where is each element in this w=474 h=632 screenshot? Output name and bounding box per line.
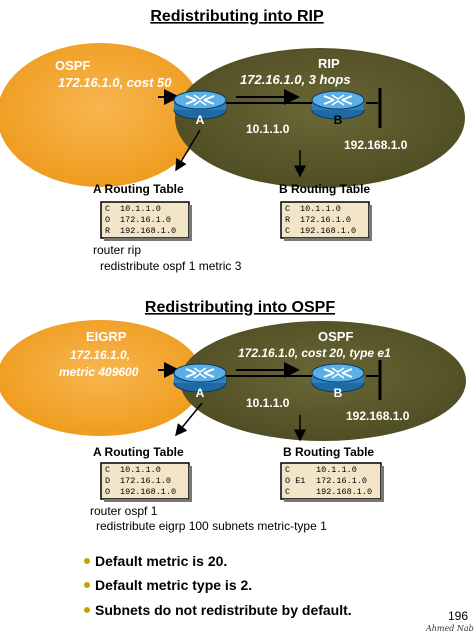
eigrp-area-name: EIGRP (86, 329, 127, 344)
bullet-item: Subnets do not redistribute by default. (95, 602, 352, 618)
table-row-net: 172.16.1.0 (120, 476, 171, 486)
rip-section-title: Redistributing into RIP (150, 8, 324, 25)
ospf-area-route: 172.16.1.0, cost 50 (58, 75, 172, 90)
eigrp-cloud (0, 320, 203, 436)
ospf-cloud (0, 43, 203, 187)
arrow-a-table (175, 129, 201, 172)
table-row-code: C (285, 204, 290, 214)
bullet-item: Default metric is 20. (95, 553, 227, 569)
b-routing-table-2: C 10.1.1.0 O E1 172.16.1.0 C 192.168.1.0 (280, 462, 384, 502)
table-row-net: 192.168.1.0 (120, 226, 176, 236)
table-row-code: O (105, 215, 110, 225)
signature: Ahmed Nabil (425, 624, 474, 632)
ospf-section-title: Redistributing into OSPF (145, 299, 335, 316)
table-row-net: 192.168.1.0 (300, 226, 356, 236)
table-row-code: C (105, 465, 110, 475)
router-b-label: B (334, 113, 343, 127)
bullet-dot (84, 558, 90, 564)
ospf-area-name: OSPF (55, 58, 90, 73)
table-row-net: 192.168.1.0 (316, 487, 372, 497)
table-row-code: O E1 (285, 476, 305, 486)
b-routing-table: C 10.1.1.0 R 172.16.1.0 C 192.168.1.0 (280, 201, 372, 241)
table-row-code: C (105, 204, 110, 214)
rip-link-net: 10.1.1.0 (246, 122, 290, 136)
table-row-code: D (105, 476, 110, 486)
table-row-code: O (105, 487, 110, 497)
ospf-area-route-2: 172.16.1.0, cost 20, type e1 (238, 346, 391, 360)
b-table-caption: B Routing Table (279, 182, 370, 196)
ospf-link-net: 10.1.1.0 (246, 396, 290, 410)
bullet-dot (84, 582, 90, 588)
table-row-net: 10.1.1.0 (120, 465, 161, 475)
router-b-label-2: B (334, 386, 343, 400)
table-row-net: 10.1.1.0 (300, 204, 341, 214)
a-routing-table: C 10.1.1.0 O 172.16.1.0 R 192.168.1.0 (100, 201, 192, 241)
page-number: 196 (448, 609, 468, 623)
table-row-code: C (285, 226, 290, 236)
table-row-code: R (105, 226, 110, 236)
a-routing-table-2: C 10.1.1.0 D 172.16.1.0 O 192.168.1.0 (100, 462, 192, 502)
eigrp-route-line-1: 172.16.1.0, (70, 348, 130, 362)
table-row-net: 172.16.1.0 (120, 215, 171, 225)
table-row-net: 172.16.1.0 (300, 215, 351, 225)
bullet-item: Default metric type is 2. (95, 577, 252, 593)
table-row-net: 10.1.1.0 (120, 204, 161, 214)
a-table-caption: A Routing Table (93, 182, 184, 196)
rip-stub-net: 192.168.1.0 (344, 138, 408, 152)
ospf-stub-net: 192.168.1.0 (346, 409, 410, 423)
rip-cloud (175, 48, 465, 188)
rip-config-line-2: redistribute ospf 1 metric 3 (100, 259, 242, 273)
table-row-net: 192.168.1.0 (120, 487, 176, 497)
ospf-config-line-2: redistribute eigrp 100 subnets metric-ty… (96, 519, 327, 533)
rip-config-line-1: router rip (93, 243, 141, 257)
rip-area-route: 172.16.1.0, 3 hops (240, 72, 351, 87)
router-a-label: A (196, 113, 205, 127)
arrow-a-table-2 (175, 402, 203, 437)
a-table-caption-2: A Routing Table (93, 445, 184, 459)
rip-area-name: RIP (318, 56, 340, 71)
table-row-net: 172.16.1.0 (316, 476, 367, 486)
eigrp-route-line-2: metric 409600 (59, 365, 139, 379)
table-row-net: 10.1.1.0 (316, 465, 357, 475)
b-table-caption-2: B Routing Table (283, 445, 374, 459)
ospf-config-line-1: router ospf 1 (90, 504, 158, 518)
bullet-dot (84, 607, 90, 613)
router-a-label-2: A (196, 386, 205, 400)
table-row-code: C (285, 465, 290, 475)
ospf-area-name-2: OSPF (318, 329, 353, 344)
table-row-code: R (285, 215, 290, 225)
table-row-code: C (285, 487, 290, 497)
